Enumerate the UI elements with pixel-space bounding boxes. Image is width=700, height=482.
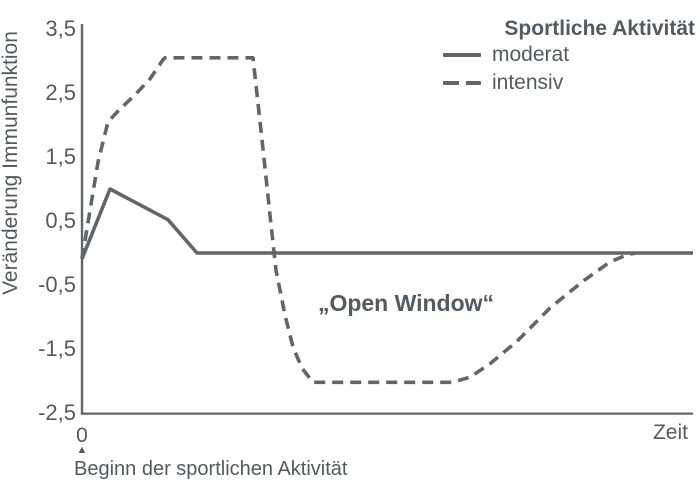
y-tick-label: -1,5 [38,336,76,361]
legend-item-moderat: moderat [443,41,695,69]
x-axis-label: Zeit [652,421,688,444]
y-tick-label: 3,5 [45,16,76,41]
activity-start-marker-icon: ▲ [76,444,88,456]
open-window-annotation: „Open Window“ [317,290,495,316]
dashed-line-swatch-icon [443,81,481,85]
solid-line-swatch-icon [443,53,481,57]
y-tick-label: 2,5 [45,80,76,105]
legend-item-label: intensiv [492,71,564,94]
legend-item-label: moderat [492,43,570,66]
y-tick-label: 0,5 [45,208,76,233]
x-axis-origin-label: 0 [76,424,88,447]
series-line-moderat [80,187,693,260]
series-line-intensiv [80,56,637,385]
legend-title: Sportliche Aktivität [504,17,695,40]
y-tick-label: 1,5 [45,144,76,169]
x-axis-caption: Beginn der sportlichen Aktivität [74,458,348,480]
y-tick-label: -2,5 [38,400,76,425]
y-tick-label: -0,5 [38,272,76,297]
legend-item-intensiv: intensiv [443,69,695,97]
legend: Sportliche Aktivität moderat intensiv [443,16,695,97]
